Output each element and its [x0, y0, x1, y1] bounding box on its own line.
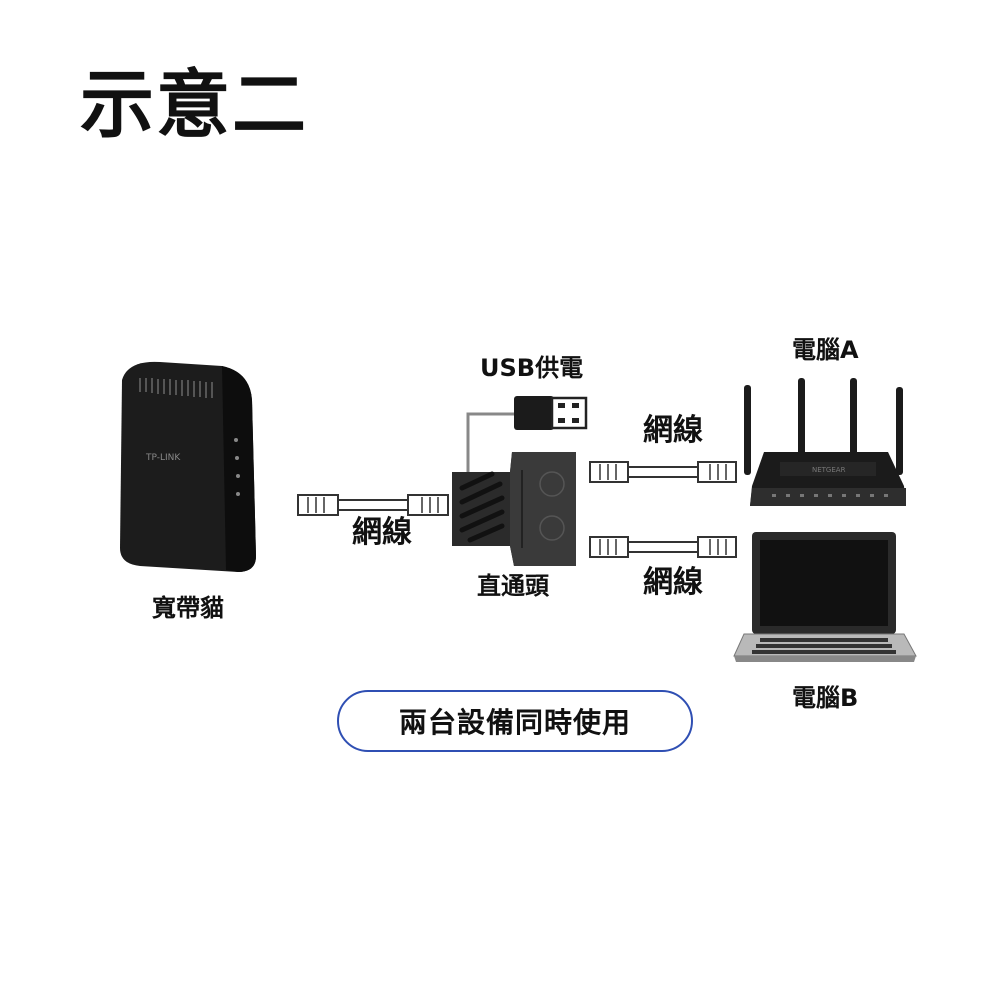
laptop-icon	[733, 532, 917, 662]
cable-top-icon	[589, 461, 737, 483]
router-icon	[744, 378, 906, 506]
splitter-adapter-icon	[452, 452, 576, 566]
cable-left-icon	[297, 494, 449, 516]
modem-label: 寬帶貓	[152, 594, 224, 622]
cable-left-label: 網線	[352, 515, 412, 550]
router-brand-label: NETGEAR	[812, 466, 846, 474]
computer-b-label: 電腦B	[792, 684, 859, 712]
cable-top-label: 網線	[643, 413, 703, 448]
caption-pill: 兩台設備同時使用	[337, 690, 693, 752]
modem-icon	[120, 361, 256, 572]
cable-bottom-icon	[589, 536, 737, 558]
usb-power-label: USB供電	[480, 354, 584, 382]
page-title: 示意二	[80, 62, 308, 148]
modem-brand-label: TP-LINK	[145, 453, 181, 463]
cable-bottom-label: 網線	[643, 565, 703, 600]
adapter-label: 直通頭	[477, 572, 549, 600]
usb-plug-icon	[466, 396, 588, 472]
computer-a-label: 電腦A	[792, 336, 859, 364]
